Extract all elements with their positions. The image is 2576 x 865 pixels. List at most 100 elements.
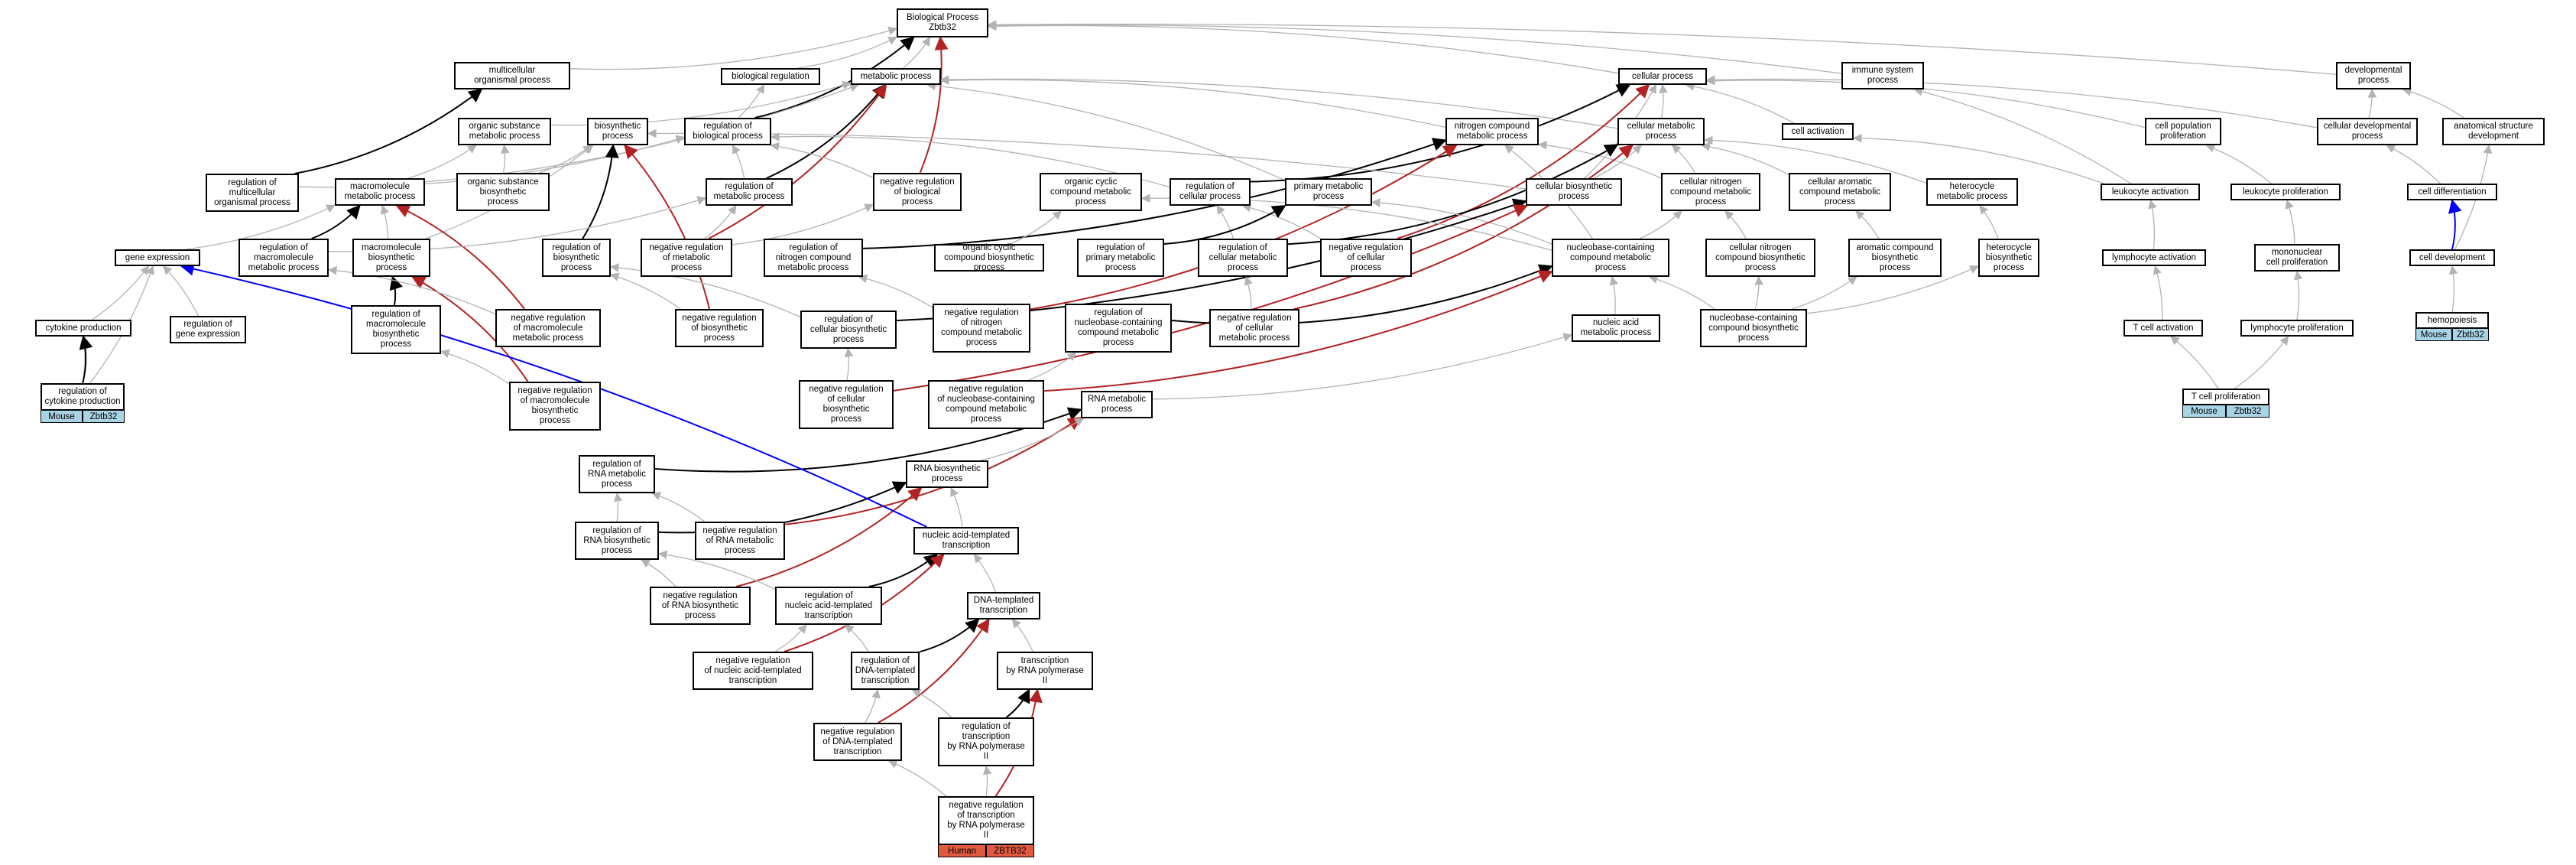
go-term-cellmet[interactable]: cellular metabolic process: [1617, 118, 1705, 145]
edge-nucmet-to-primmet: [1371, 198, 1552, 245]
go-term-negregcellmet[interactable]: negative regulation of cellular metaboli…: [1209, 309, 1299, 347]
go-term-immune[interactable]: immune system process: [1841, 62, 1924, 89]
go-term-nucacidmet[interactable]: nucleic acid metabolic process: [1572, 314, 1660, 342]
edge-nucbio-to-cellnitbio: [1754, 275, 1764, 310]
go-term-anatdev[interactable]: anatomical structure development: [2442, 118, 2545, 145]
edge-regbio-to-bioreg: [738, 83, 764, 119]
go-term-macromet[interactable]: macromolecule metabolic process: [335, 178, 425, 206]
edge-tcellprol-to-tcellact: [2170, 336, 2219, 389]
go-term-rnamet[interactable]: RNA metabolic process: [1081, 391, 1153, 418]
go-term-transpol2[interactable]: transcription by RNA polymerase II: [997, 652, 1093, 690]
go-term-regnucmet[interactable]: regulation of nucleobase-containing comp…: [1065, 304, 1172, 353]
go-term-negregcellbio[interactable]: negative regulation of cellular biosynth…: [799, 380, 894, 429]
go-term-cellact[interactable]: cell activation: [1782, 123, 1854, 140]
go-term-hetbio[interactable]: heterocycle biosynthetic process: [1978, 239, 2039, 277]
go-term-regprimmet[interactable]: regulation of primary metabolic process: [1077, 239, 1164, 277]
edge-immune-to-bp: [987, 21, 1842, 74]
go-term-nucmet[interactable]: nucleobase-containing compound metabolic…: [1552, 239, 1669, 277]
go-term-bioreg[interactable]: biological regulation: [721, 68, 820, 85]
go-term-primmet[interactable]: primary metabolic process: [1285, 178, 1372, 206]
go-term-nitmet[interactable]: nitrogen compound metabolic process: [1445, 118, 1539, 145]
go-term-lymphprol[interactable]: lymphocyte proliferation: [2240, 320, 2354, 337]
go-term-cellarom[interactable]: cellular aromatic compound metabolic pro…: [1789, 173, 1891, 211]
go-term-regdnatemp[interactable]: regulation of DNA-templated transcriptio…: [851, 652, 920, 690]
go-term-regrnamet[interactable]: regulation of RNA metabolic process: [579, 455, 655, 493]
go-term-cellpopprol[interactable]: cell population proliferation: [2145, 118, 2221, 145]
edge-regcyto-to-cytoprod: [79, 335, 93, 384]
go-term-regmet[interactable]: regulation of metabolic process: [706, 178, 793, 206]
go-term-negregbio[interactable]: negative regulation of biological proces…: [873, 173, 962, 211]
go-term-regcellmet[interactable]: regulation of cellular metabolic process: [1198, 239, 1288, 277]
go-term-biosyn[interactable]: biosynthetic process: [587, 118, 648, 145]
go-term-regcellbio[interactable]: regulation of cellular biosynthetic proc…: [800, 311, 897, 349]
go-term-negregcell[interactable]: negative regulation of cellular process: [1320, 239, 1412, 277]
go-term-cytoprod[interactable]: cytokine production: [35, 320, 131, 337]
go-term-celldev[interactable]: cell development: [2409, 249, 2495, 266]
go-term-bp[interactable]: Biological Process Zbtb32: [897, 8, 988, 37]
go-term-orgcycmet[interactable]: organic cyclic compound metabolic proces…: [1040, 173, 1142, 211]
edge-negregnucmet-to-regnucmet: [1028, 352, 1077, 381]
go-term-reggeneexp[interactable]: regulation of gene expression: [170, 316, 246, 343]
go-term-regcyto[interactable]: regulation of cytokine production: [41, 383, 125, 411]
go-term-multi[interactable]: multicellular organismal process: [454, 62, 570, 89]
go-term-regnucacidtemp[interactable]: regulation of nucleic acid-templated tra…: [775, 587, 882, 625]
go-term-orgsubmet[interactable]: organic substance metabolic process: [458, 118, 551, 145]
edge-anatdev-to-devproc: [2402, 87, 2464, 119]
go-term-nucacidtemp[interactable]: nucleic acid-templated transcription: [913, 527, 1019, 554]
go-term-cellproc[interactable]: cellular process: [1618, 68, 1707, 85]
go-term-negregnucacidtemp[interactable]: negative regulation of nucleic acid-temp…: [693, 652, 813, 690]
go-term-tcellprol[interactable]: T cell proliferation: [2182, 389, 2269, 405]
go-term-regmacromet[interactable]: regulation of macromolecule metabolic pr…: [238, 239, 329, 277]
edge-regdnatemp-to-dnatemp: [919, 618, 980, 653]
go-term-macrobio[interactable]: macromolecule biosynthetic process: [352, 239, 430, 277]
go-term-hemo[interactable]: hemopoiesis: [2415, 312, 2489, 329]
edge-tcellprol-to-lymphprol: [2234, 336, 2289, 389]
go-term-celldiff[interactable]: cell differentiation: [2407, 184, 2497, 200]
go-term-negregnucmet[interactable]: negative regulation of nucleobase-contai…: [928, 380, 1044, 429]
go-term-regmulti[interactable]: regulation of multicellular organismal p…: [206, 174, 299, 212]
go-term-regbiosyn[interactable]: regulation of biosynthetic process: [542, 239, 611, 277]
edge-rnabio-to-rnamet: [980, 418, 1085, 461]
go-term-regcell[interactable]: regulation of cellular process: [1170, 178, 1251, 206]
go-term-celldevproc[interactable]: cellular developmental process: [2317, 118, 2418, 145]
go-term-rnabio[interactable]: RNA biosynthetic process: [906, 460, 988, 488]
go-term-mononuc[interactable]: mononuclear cell proliferation: [2254, 244, 2340, 272]
go-term-cellbio[interactable]: cellular biosynthetic process: [1526, 178, 1622, 206]
edge-cellproc-to-bp: [987, 21, 1619, 74]
go-term-negregmacrobio[interactable]: negative regulation of macromolecule bio…: [509, 382, 601, 431]
go-term-arombio[interactable]: aromatic compound biosynthetic process: [1848, 239, 1942, 277]
go-term-negregmet[interactable]: negative regulation of metabolic process: [641, 239, 732, 277]
go-term-negregrnabio[interactable]: negative regulation of RNA biosynthetic …: [650, 587, 751, 625]
go-term-devproc[interactable]: developmental process: [2336, 62, 2411, 89]
go-term-nucbio[interactable]: nucleobase-containing compound biosynthe…: [1700, 309, 1807, 347]
edge-cellmet-to-metab: [939, 75, 1618, 129]
go-term-negregnitmet[interactable]: negative regulation of nitrogen compound…: [933, 304, 1030, 353]
go-term-orgsubbio[interactable]: organic substance biosynthetic process: [456, 173, 550, 211]
go-term-negregdnatemp[interactable]: negative regulation of DNA-templated tra…: [813, 723, 902, 761]
go-term-dnatemp[interactable]: DNA-templated transcription: [967, 592, 1040, 619]
edge-negregrnabio-to-regrnabio: [641, 559, 676, 587]
go-term-negregbiosyn[interactable]: negative regulation of biosynthetic proc…: [675, 309, 764, 347]
go-term-metab[interactable]: metabolic process: [851, 68, 941, 85]
go-term-orgcycbio[interactable]: organic cyclic compound biosynthetic pro…: [934, 243, 1044, 272]
go-term-negregrnamet[interactable]: negative regulation of RNA metabolic pro…: [695, 522, 785, 560]
go-term-regmacrobio[interactable]: regulation of macromolecule biosynthetic…: [351, 305, 441, 354]
edge-cellnitmet-to-cellmet: [1671, 145, 1695, 174]
go-term-cellnitbio[interactable]: cellular nitrogen compound biosynthetic …: [1705, 239, 1815, 277]
go-term-regnitmet[interactable]: regulation of nitrogen compound metaboli…: [764, 239, 863, 277]
go-term-hetmet[interactable]: heterocycle metabolic process: [1926, 178, 2018, 206]
go-term-regrnabio[interactable]: regulation of RNA biosynthetic process: [575, 522, 659, 560]
go-term-tcellact[interactable]: T cell activation: [2123, 320, 2203, 337]
go-term-negregtranspol2[interactable]: negative regulation of transcription by …: [938, 796, 1034, 845]
go-term-regtranspol2[interactable]: regulation of transcription by RNA polym…: [938, 717, 1034, 766]
go-term-leukprol[interactable]: leukocyte proliferation: [2230, 184, 2341, 200]
go-term-regbio[interactable]: regulation of biological process: [684, 118, 771, 145]
edge-leukact-to-cellact: [1852, 133, 2104, 184]
go-term-negregmacromet[interactable]: negative regulation of macromolecule met…: [495, 309, 601, 347]
go-term-cellnitmet[interactable]: cellular nitrogen compound metabolic pro…: [1661, 173, 1760, 211]
go-term-geneexp[interactable]: gene expression: [115, 249, 200, 266]
go-term-leukact[interactable]: leukocyte activation: [2101, 184, 2200, 200]
edge-cellmet-to-cellproc: [1659, 83, 1668, 119]
go-term-lymphact[interactable]: lymphocyte activation: [2102, 249, 2206, 266]
edge-negregbiosyn-to-regbiosyn: [609, 272, 681, 310]
